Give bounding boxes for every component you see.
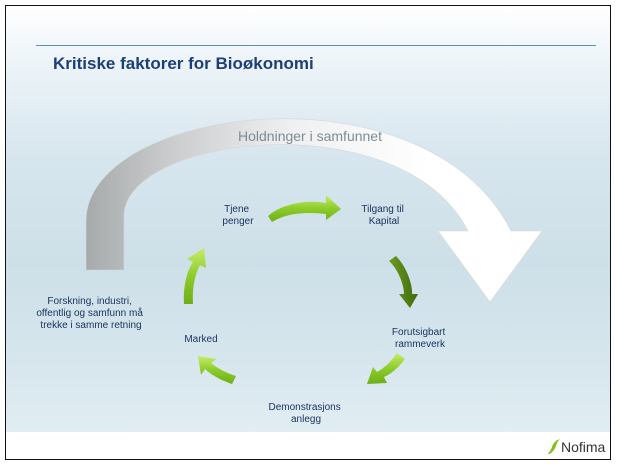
slide-title: Kritiske faktorer for Bioøkonomi	[53, 54, 314, 73]
big-arrow-label: Holdninger i samfunnet	[238, 128, 382, 144]
arrow-demo-to-marked	[198, 356, 236, 384]
arrow-kapital-to-rammeverk	[389, 256, 418, 308]
arrow-rammeverk-to-demo	[367, 353, 405, 384]
cycle-diagram: Holdninger i samfunnet Tjene penger Tilg…	[36, 118, 543, 425]
label-marked: Marked	[184, 334, 217, 345]
arrow-marked-to-penger	[183, 248, 206, 304]
arrow-penger-to-kapital	[268, 195, 341, 222]
label-demonstrasjons-anlegg: Demonstrasjons anlegg	[268, 402, 343, 425]
title-rule	[36, 45, 596, 46]
big-curved-arrow	[85, 118, 543, 303]
label-tjene-penger: Tjene penger	[222, 204, 254, 227]
slide: Kritiske faktorer for Bioøkonomi Holdn	[5, 5, 611, 460]
slide-footer	[6, 432, 610, 459]
nofima-logo: Nofima	[547, 438, 605, 456]
leaf-icon	[548, 439, 560, 455]
label-tilgang-kapital: Tilgang til Kapital	[361, 204, 406, 227]
brand-name: Nofima	[561, 439, 606, 455]
left-note: Forskning, industri, offentlig og samfun…	[36, 296, 145, 331]
label-forutsigbart-rammeverk: Forutsigbart rammeverk	[392, 327, 448, 350]
